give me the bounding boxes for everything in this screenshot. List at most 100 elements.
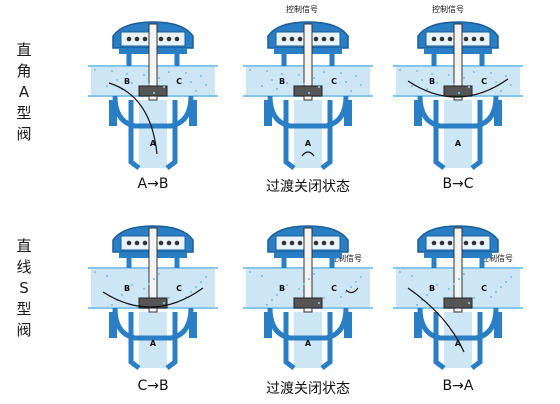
outlet-left-wall bbox=[433, 100, 446, 170]
water-bubble bbox=[275, 293, 279, 297]
water-bubble bbox=[152, 277, 156, 281]
water-bubble bbox=[125, 288, 129, 292]
diaphragm-ball bbox=[134, 240, 140, 246]
water-bubble bbox=[435, 81, 439, 85]
water-bubble bbox=[344, 290, 348, 294]
water-bubble bbox=[115, 78, 119, 82]
diaphragm-ball bbox=[463, 36, 469, 42]
diaphragm-ball bbox=[142, 36, 148, 42]
caption-a-to-b: A→B bbox=[137, 176, 169, 192]
water-bubble bbox=[462, 76, 466, 80]
valve-plug bbox=[138, 85, 168, 97]
water-bubble bbox=[410, 274, 414, 278]
valve-stem bbox=[453, 23, 463, 101]
caption-b-to-c: B→C bbox=[442, 176, 474, 192]
water-bubble bbox=[425, 87, 429, 91]
flange-left bbox=[109, 100, 117, 126]
port-label-a: A bbox=[150, 339, 157, 348]
valve-stem bbox=[453, 227, 463, 313]
valve-plug bbox=[443, 85, 473, 97]
diaphragm-ball bbox=[439, 240, 445, 246]
water-bubble bbox=[339, 295, 343, 299]
diaphragm-ball bbox=[439, 36, 445, 42]
diaphragm-ball bbox=[134, 36, 140, 42]
outlet-right-wall bbox=[320, 312, 333, 370]
diaphragm-ball bbox=[329, 36, 335, 42]
water-bubble bbox=[410, 84, 414, 88]
port-label-a: A bbox=[455, 139, 462, 148]
water-bubble bbox=[349, 285, 353, 289]
diaphragm-ball bbox=[126, 36, 132, 42]
water-bubble bbox=[359, 83, 363, 87]
port-label-b: B bbox=[124, 77, 130, 86]
diaphragm-ball bbox=[289, 240, 295, 246]
water-bubble bbox=[147, 282, 151, 286]
water-bubble bbox=[147, 82, 151, 86]
water-bubble bbox=[307, 277, 311, 281]
flow-arrow bbox=[407, 78, 509, 98]
water-bubble bbox=[452, 282, 456, 286]
water-bubble bbox=[184, 71, 188, 75]
valve-body-lower bbox=[417, 95, 499, 129]
water-bubble bbox=[157, 272, 161, 276]
water-bubble bbox=[199, 74, 203, 78]
diaphragm-ball bbox=[471, 240, 477, 246]
diaphragm-ball bbox=[313, 36, 319, 42]
port-label-c: C bbox=[481, 77, 487, 86]
port-label-a: A bbox=[455, 339, 462, 348]
water-bubble bbox=[344, 80, 348, 84]
water-bubble bbox=[317, 85, 321, 89]
valve-stem bbox=[148, 23, 158, 101]
port-label-c: C bbox=[331, 77, 337, 86]
diaphragm-ball bbox=[297, 36, 303, 42]
water-bubble bbox=[312, 76, 316, 80]
water-bubble bbox=[280, 72, 284, 76]
row-label-straight-s: 直 线 S 型 阀 bbox=[16, 237, 32, 339]
water-bubble bbox=[130, 81, 134, 85]
flange-right bbox=[344, 100, 352, 126]
valve-stem bbox=[303, 227, 313, 313]
caption-transition-closed-2: 过渡关闭状态 bbox=[266, 381, 350, 397]
water-bubble bbox=[120, 293, 124, 297]
water-bubble bbox=[189, 290, 193, 294]
water-bubble bbox=[307, 91, 311, 95]
outlet-water bbox=[294, 100, 322, 168]
valve-body-lower bbox=[267, 95, 349, 129]
water-bubble bbox=[270, 78, 274, 82]
caption-c-to-b: C→B bbox=[137, 378, 169, 394]
port-label-b: B bbox=[279, 284, 285, 293]
diaphragm-ball bbox=[297, 240, 303, 246]
water-bubble bbox=[425, 293, 429, 297]
valve-body-lower bbox=[112, 95, 194, 129]
water-bubble bbox=[354, 74, 358, 78]
outlet-left-wall bbox=[128, 100, 141, 170]
water-bubble bbox=[285, 81, 289, 85]
outlet-left-wall bbox=[433, 312, 446, 370]
water-bubble bbox=[509, 83, 513, 87]
diaphragm-ball bbox=[321, 240, 327, 246]
port-label-c: C bbox=[481, 284, 487, 293]
outlet-right-wall bbox=[320, 100, 333, 170]
water-bubble bbox=[265, 303, 269, 307]
water-bubble bbox=[472, 70, 476, 74]
water-bubble bbox=[142, 73, 146, 77]
water-bubble bbox=[472, 296, 476, 300]
flange-left bbox=[264, 100, 272, 126]
water-bubble bbox=[204, 275, 208, 279]
diaphragm-ball bbox=[479, 240, 485, 246]
port-label-c: C bbox=[176, 77, 182, 86]
outlet-left-wall bbox=[283, 100, 296, 170]
diaphragm-ball bbox=[158, 240, 164, 246]
flange-right bbox=[189, 312, 197, 338]
water-bubble bbox=[467, 85, 471, 89]
water-bubble bbox=[322, 70, 326, 74]
water-bubble bbox=[398, 270, 402, 274]
water-bubble bbox=[415, 69, 419, 73]
caption-b-to-a: B→A bbox=[442, 378, 474, 394]
outlet-right-wall bbox=[165, 100, 178, 170]
